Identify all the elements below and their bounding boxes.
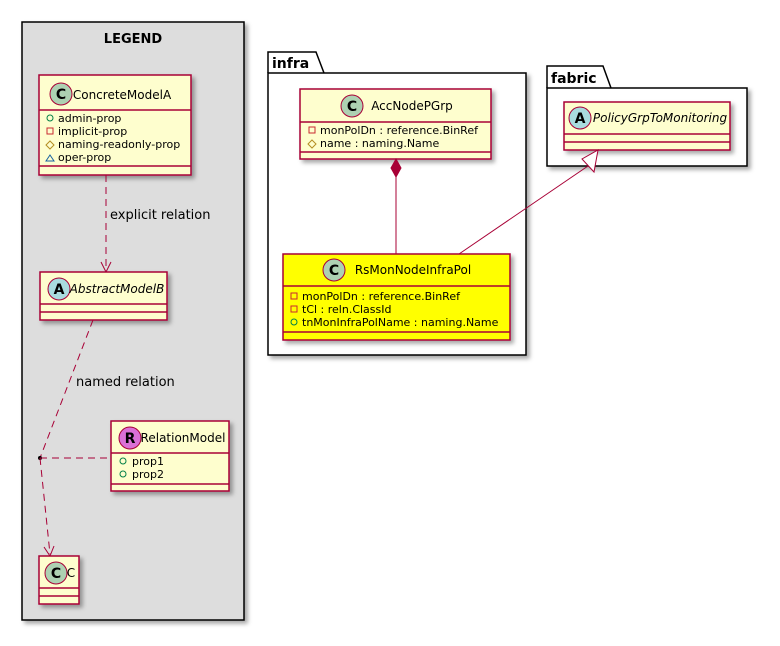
named-relation-label: named relation: [76, 375, 175, 390]
class-name: RsMonNodeInfraPol: [355, 263, 471, 277]
explicit-relation-label: explicit relation: [110, 208, 210, 223]
badge-letter: A: [575, 111, 586, 127]
class-badge-icon: [44, 561, 68, 585]
attr: name : naming.Name: [320, 137, 440, 150]
legend-title: LEGEND: [104, 32, 163, 47]
public-visibility-icon: [46, 114, 54, 122]
class-name: AccNodePGrp: [371, 99, 453, 113]
private-visibility-icon: [290, 292, 298, 300]
class-name: AbstractModelB: [69, 282, 165, 296]
badge-letter: C: [329, 263, 339, 279]
private-visibility-icon: [290, 305, 298, 313]
class-abstract-model-b[interactable]: A AbstractModelB: [39, 271, 168, 321]
composition-edge: [390, 157, 402, 254]
attr: monPolDn : reference.BinRef: [320, 124, 479, 137]
abstract-badge-icon: [568, 106, 592, 130]
badge-letter: R: [125, 431, 136, 447]
protected-visibility-icon: [45, 140, 55, 150]
class-badge-icon: [322, 258, 346, 282]
badge-letter: C: [51, 566, 61, 582]
class-badge-icon: [340, 94, 364, 118]
inheritance-triangle-icon: [581, 149, 599, 174]
attr: implicit-prop: [58, 125, 127, 138]
class-badge-icon: [49, 82, 73, 106]
attr: prop2: [132, 468, 164, 481]
class-acc-node-p-grp[interactable]: C AccNodePGrp monPolDn : reference.BinRe…: [299, 88, 492, 160]
public-visibility-icon: [119, 457, 127, 465]
class-concrete-model-a[interactable]: C ConcreteModelA admin-prop implicit-pro…: [38, 74, 192, 176]
private-visibility-icon: [308, 126, 316, 134]
public-visibility-icon: [119, 470, 127, 478]
attr: oper-prop: [58, 151, 111, 164]
relation-badge-icon: [118, 426, 142, 450]
attr: tnMonInfraPolName : naming.Name: [302, 316, 499, 329]
package-name: infra: [272, 56, 309, 72]
class-rs-mon-node-infra-pol[interactable]: C RsMonNodeInfraPol monPolDn : reference…: [282, 253, 511, 341]
abstract-badge-icon: [47, 277, 71, 301]
attr: admin-prop: [58, 112, 121, 125]
package-visibility-icon: [45, 154, 55, 162]
badge-letter: A: [54, 282, 65, 298]
public-visibility-icon: [290, 318, 298, 326]
inheritance-edge: [458, 149, 599, 255]
attr: tCl : reln.ClassId: [302, 303, 392, 316]
attr: prop1: [132, 455, 164, 468]
class-c[interactable]: C C: [38, 555, 80, 605]
badge-letter: C: [56, 87, 66, 103]
class-policy-grp-to-monitoring[interactable]: A PolicyGrpToMonitoring: [563, 101, 731, 151]
class-name: RelationModel: [141, 431, 226, 445]
badge-letter: C: [347, 99, 357, 115]
class-name: ConcreteModelA: [73, 88, 172, 102]
class-relation-model[interactable]: R RelationModel prop1 prop2: [110, 420, 230, 492]
attr: naming-readonly-prop: [58, 138, 180, 151]
private-visibility-icon: [46, 127, 54, 135]
class-name: PolicyGrpToMonitoring: [593, 111, 728, 125]
attr: monPolDn : reference.BinRef: [302, 290, 461, 303]
named-relation-edge: named relation: [38, 319, 175, 558]
protected-visibility-icon: [307, 139, 317, 149]
class-name: C: [67, 566, 75, 580]
package-name: fabric: [551, 71, 597, 87]
